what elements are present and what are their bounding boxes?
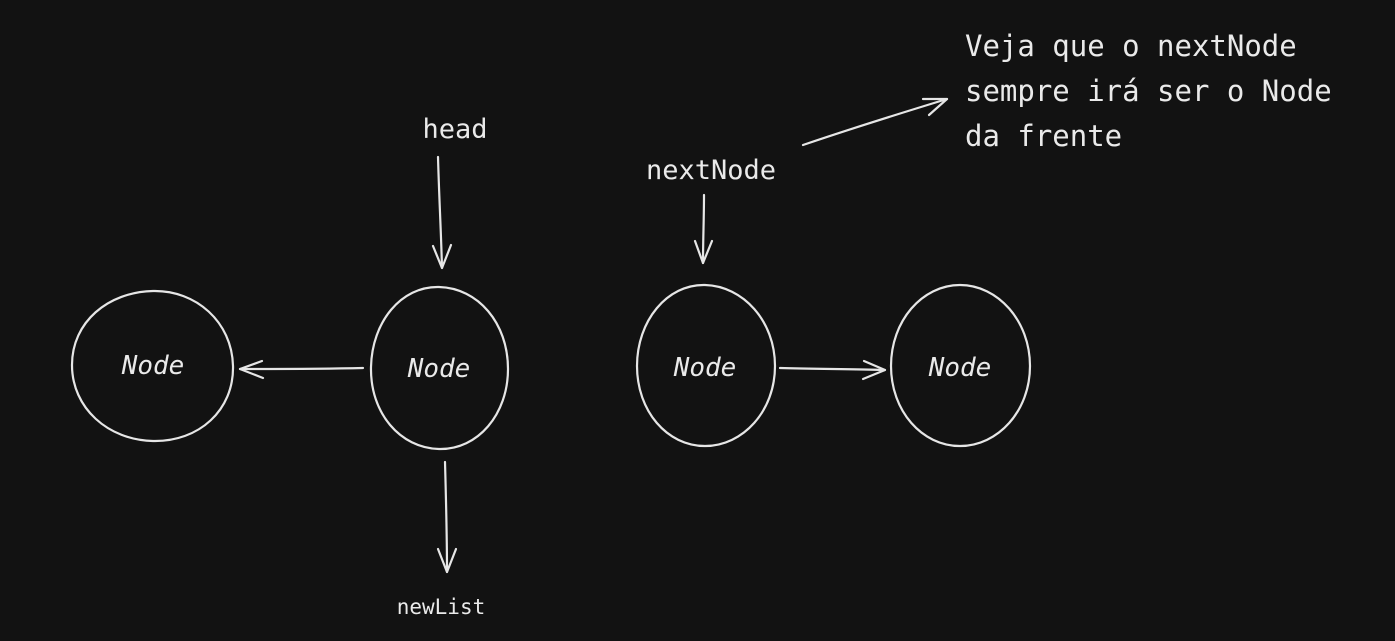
- next-node-label: nextNode: [646, 155, 776, 186]
- arrow-nextnode-to-node3: [693, 193, 714, 265]
- node-2-label: Node: [407, 354, 471, 384]
- node-1-label: Node: [121, 351, 185, 381]
- arrow-node2-to-node1: [238, 359, 365, 380]
- node-4-circle: [889, 283, 1032, 448]
- node-2: Node: [369, 285, 510, 451]
- note-line-1: Veja que o nextNode: [965, 29, 1297, 63]
- node-3: Node: [635, 283, 777, 448]
- arrow-nextnode-to-note: [801, 97, 949, 147]
- node-1: Node: [70, 289, 235, 443]
- note-annotation: Veja que o nextNode sempre irá ser o Nod…: [965, 29, 1332, 153]
- head-label: head: [422, 114, 487, 145]
- node-4: Node: [889, 283, 1032, 448]
- arrow-node2-to-newlist: [436, 460, 458, 574]
- node-4-label: Node: [928, 353, 992, 383]
- arrow-head-to-node2: [431, 155, 453, 270]
- node-3-circle: [635, 283, 777, 448]
- node-3-label: Node: [673, 353, 737, 383]
- note-line-2: sempre irá ser o Node: [965, 74, 1332, 108]
- node-2-circle: [369, 285, 510, 451]
- arrow-node3-to-node4: [778, 359, 887, 381]
- node-1-circle: [70, 289, 235, 443]
- note-line-3: da frente: [965, 119, 1122, 153]
- new-list-label: newList: [397, 595, 486, 619]
